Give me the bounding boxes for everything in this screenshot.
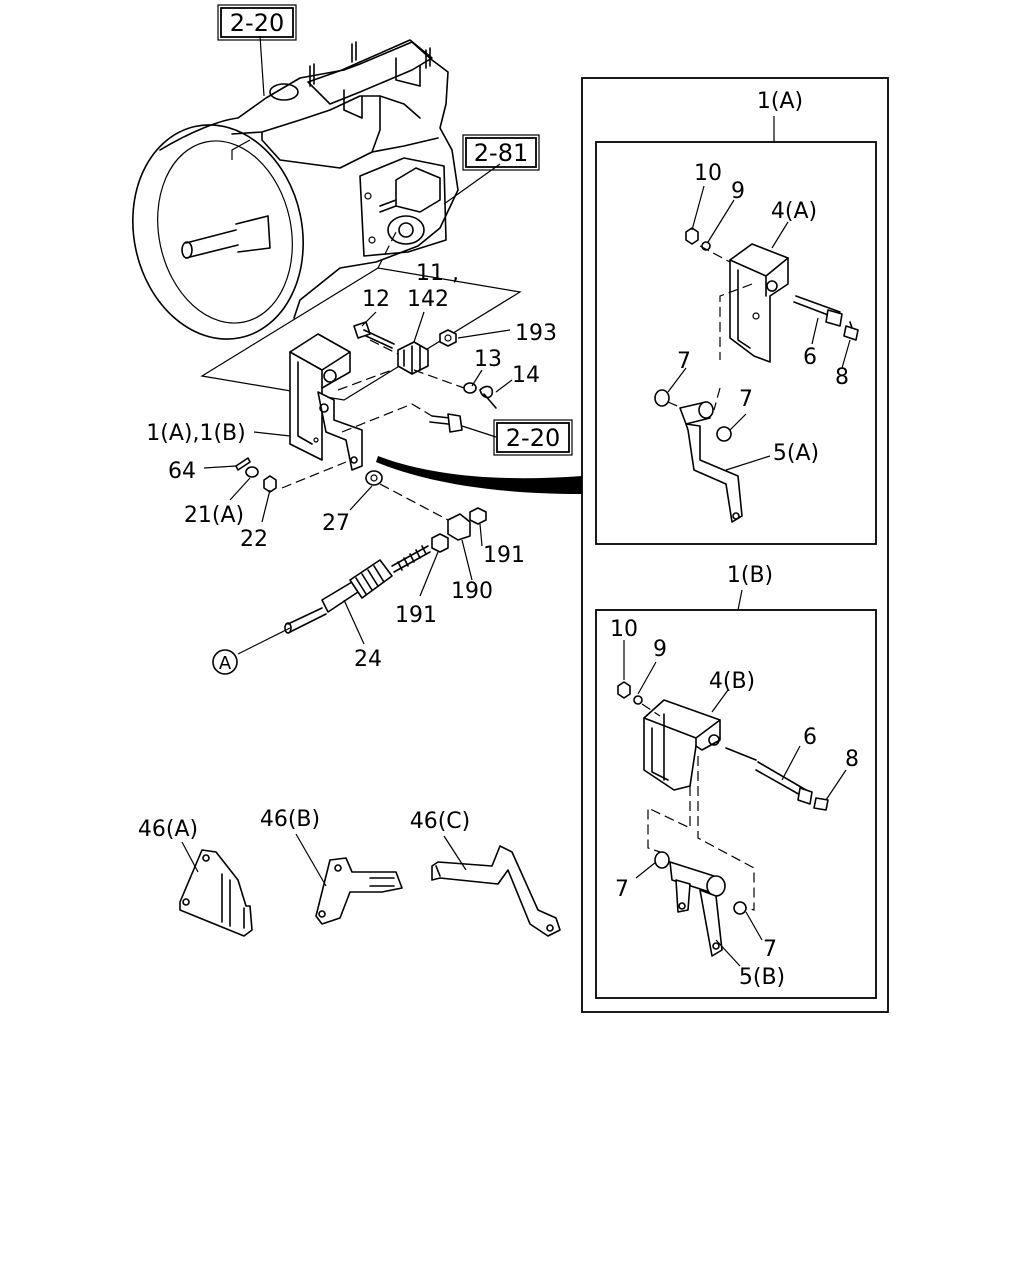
callout-191-right: 191 bbox=[483, 543, 525, 568]
pin-14 bbox=[479, 385, 497, 409]
ref-box-top[interactable]: 2-20 bbox=[217, 4, 297, 41]
callout-21a: 21(A) bbox=[184, 503, 244, 528]
detail-1a-p5: 5(A) bbox=[773, 441, 819, 466]
washer-13 bbox=[463, 382, 477, 394]
nut-193 bbox=[439, 329, 457, 347]
detail-arrow bbox=[376, 456, 582, 494]
detail-1a: 1(A) bbox=[595, 89, 877, 545]
bracket-46b: 46(B) bbox=[260, 807, 403, 925]
callout-64: 64 bbox=[168, 459, 196, 484]
detail-1b-title: 1(B) bbox=[727, 563, 773, 588]
detail-1a-p9: 9 bbox=[731, 179, 745, 204]
detail-frame bbox=[581, 77, 889, 1013]
detail-1b-box bbox=[595, 609, 877, 999]
detail-1a-p7a: 7 bbox=[677, 349, 691, 374]
detail-1b-p5: 5(B) bbox=[739, 965, 785, 990]
detail-1b-p9: 9 bbox=[653, 637, 667, 662]
bushing-27 bbox=[365, 470, 383, 486]
callout-dot: , bbox=[452, 261, 459, 286]
detail-1b-p8: 8 bbox=[845, 747, 859, 772]
shift-bracket bbox=[289, 333, 363, 471]
control-cable-24 bbox=[237, 545, 431, 655]
callout-14: 14 bbox=[512, 363, 540, 388]
callout-a: A bbox=[219, 653, 232, 674]
nut-191-right bbox=[469, 507, 487, 525]
washer-21a bbox=[245, 466, 259, 478]
detail-1a-p8: 8 bbox=[835, 365, 849, 390]
detail-1a-p6: 6 bbox=[803, 345, 817, 370]
main-labels: 11 , 12 142 193 13 14 1(A),1(B) 64 21(A)… bbox=[146, 261, 557, 675]
transmission-assembly bbox=[132, 35, 501, 340]
callout-13: 13 bbox=[474, 347, 502, 372]
bushing-142 bbox=[397, 341, 429, 375]
callout-191-left: 191 bbox=[395, 603, 437, 628]
detail-1b-p7a: 7 bbox=[615, 877, 629, 902]
ref-box-bolt[interactable]: 2-20 bbox=[493, 419, 573, 456]
callout-193: 193 bbox=[515, 321, 557, 346]
detail-1a-title: 1(A) bbox=[757, 89, 803, 114]
bolt-12 bbox=[353, 321, 395, 349]
detail-1a-p10: 10 bbox=[694, 161, 722, 186]
ref-right-text: 2-81 bbox=[474, 139, 528, 167]
callout-1a1b: 1(A),1(B) bbox=[146, 421, 245, 446]
ball-joint-190 bbox=[447, 513, 471, 541]
bolt-2-20 bbox=[429, 413, 497, 438]
detail-1b-p7b: 7 bbox=[763, 937, 777, 962]
bracket-46a-label: 46(A) bbox=[138, 817, 198, 842]
callout-12: 12 bbox=[362, 287, 390, 312]
bracket-46a: 46(A) bbox=[138, 817, 253, 937]
callout-190: 190 bbox=[451, 579, 493, 604]
ref-bolt-text: 2-20 bbox=[506, 424, 560, 452]
circle-marker-a bbox=[212, 649, 238, 675]
ref-top-text: 2-20 bbox=[230, 9, 284, 37]
callout-11: 11 bbox=[416, 261, 444, 286]
detail-1a-p4: 4(A) bbox=[771, 199, 817, 224]
bracket-46b-label: 46(B) bbox=[260, 807, 320, 832]
detail-1b-p6: 6 bbox=[803, 725, 817, 750]
detail-1a-box bbox=[595, 141, 877, 545]
ref-box-right[interactable]: 2-81 bbox=[462, 134, 540, 171]
detail-1a-p7b: 7 bbox=[739, 387, 753, 412]
callout-27: 27 bbox=[322, 511, 350, 536]
bracket-46c-label: 46(C) bbox=[410, 809, 471, 834]
bracket-46c: 46(C) bbox=[410, 809, 561, 937]
detail-1b-p4: 4(B) bbox=[709, 669, 755, 694]
callout-22: 22 bbox=[240, 527, 268, 552]
cotter-pin-64 bbox=[203, 457, 251, 471]
nut-22 bbox=[263, 475, 277, 493]
detail-1b-p10: 10 bbox=[610, 617, 638, 642]
callout-142: 142 bbox=[407, 287, 449, 312]
detail-1b: 1(B) bbox=[595, 563, 877, 999]
callout-24: 24 bbox=[354, 647, 382, 672]
nut-191-left bbox=[431, 533, 449, 553]
